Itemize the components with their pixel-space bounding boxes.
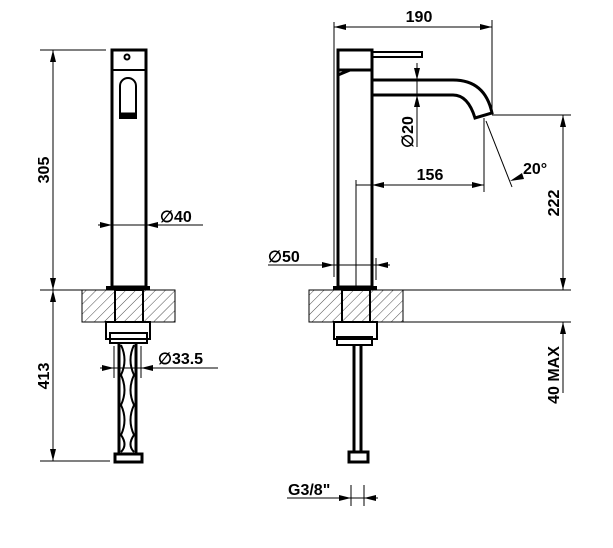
faucet-body — [336, 68, 374, 289]
hose-fitting — [347, 450, 370, 464]
dim-diameter-40: ∅40 — [160, 209, 192, 226]
cartridge-cap — [336, 48, 374, 78]
dim-305: 305 — [36, 157, 53, 184]
dim-40-max: 40 MAX — [546, 346, 563, 404]
flex-hose — [352, 345, 363, 452]
spout — [372, 78, 494, 120]
front-view: 305 413 ∅40 ∅33.5 — [36, 48, 218, 464]
hose-fitting — [113, 452, 144, 464]
dim-angle-20: 20° — [523, 161, 547, 178]
counter-section — [308, 289, 404, 323]
dim-190: 190 — [406, 9, 433, 26]
dim-222: 222 — [546, 190, 563, 217]
aerator-dot — [123, 53, 131, 61]
dim-156: 156 — [417, 167, 444, 184]
lever-handle — [371, 51, 423, 58]
flow-angle-line — [485, 120, 513, 188]
mounting-nut — [333, 321, 378, 340]
dim-thread-g3-8: G3/8" — [288, 482, 330, 499]
faucet-body — [110, 48, 148, 289]
base-ring — [106, 286, 150, 290]
side-view: 190 ∅20 156 20° 222 40 MAX ∅50 — [268, 9, 571, 506]
counter-section — [81, 289, 176, 323]
lever-slot — [119, 77, 137, 119]
flex-hose — [113, 343, 142, 454]
dim-413: 413 — [36, 363, 53, 390]
dim-diameter-33-5: ∅33.5 — [158, 351, 203, 368]
dim-diameter-50: ∅50 — [268, 249, 300, 266]
dim-diameter-20: ∅20 — [400, 116, 417, 148]
mounting-nut — [105, 321, 151, 340]
